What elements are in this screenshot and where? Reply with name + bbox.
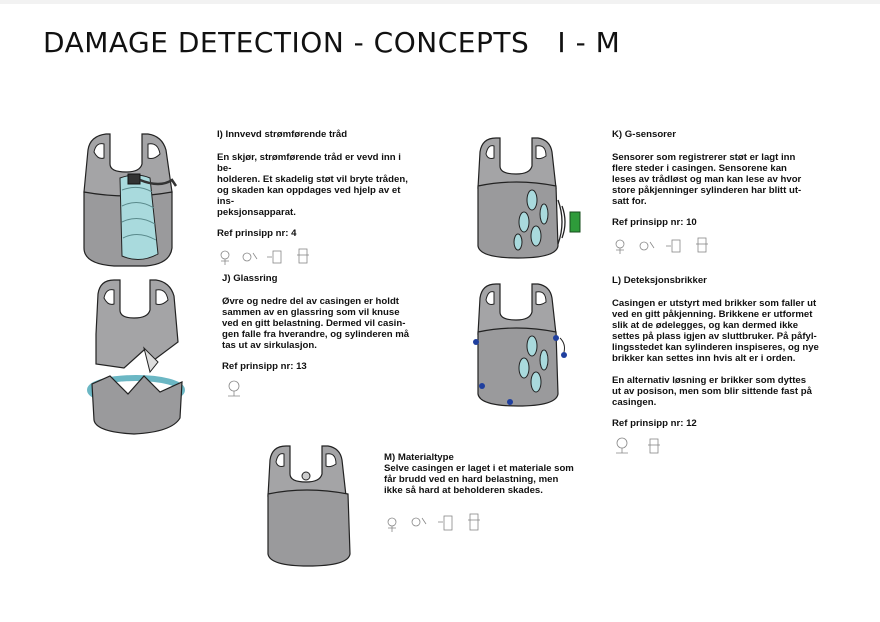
concept-heading: I) Innvevd strømførende tråd — [217, 129, 348, 140]
concept-j: J) Glassring Øvre og nedre del av casing… — [222, 273, 422, 402]
concept-heading: M) Materialtype — [384, 452, 454, 463]
reference-principle: Ref prinsipp nr: 4 — [217, 228, 297, 239]
reference-principle: Ref prinsipp nr: 10 — [612, 217, 697, 228]
principle-pictograms — [612, 435, 822, 459]
reference-principle: Ref prinsipp nr: 13 — [222, 361, 307, 372]
principle-pictogram-icon — [616, 437, 660, 454]
concept-k: K) G-sensorer Sensorer som registrerer s… — [612, 129, 812, 258]
principle-pictograms — [222, 378, 422, 402]
reference-principle: Ref prinsipp nr: 12 — [612, 418, 697, 429]
principle-pictogram-icon — [387, 513, 480, 532]
concept-heading: K) G-sensorer — [612, 129, 676, 140]
illustration-g-sensors — [477, 137, 581, 259]
concept-body: En skjør, strømførende tråd er vevd inn … — [217, 152, 408, 218]
concept-body: Øvre og nedre del av casingen er holdt s… — [222, 296, 410, 351]
concept-body: Sensorer som registrerer støt er lagt in… — [612, 152, 802, 207]
page-title: DAMAGE DETECTION - CONCEPTS I - M — [43, 26, 621, 59]
principle-pictograms — [612, 234, 812, 258]
principle-pictogram-icon — [220, 248, 309, 265]
illustration-woven-wire — [83, 133, 178, 267]
document-page — [0, 4, 880, 622]
concept-m: M) Materialtype Selve casingen er laget … — [384, 452, 584, 534]
concept-body: Selve casingen er laget i et materiale s… — [384, 463, 574, 496]
concept-heading: L) Deteksjonsbrikker — [612, 275, 707, 286]
illustration-material-type — [267, 445, 351, 567]
concept-body: Casingen er utstyrt med brikker som fall… — [612, 298, 819, 408]
concept-l: L) Deteksjonsbrikker Casingen er utstyrt… — [612, 275, 822, 459]
principle-pictograms — [217, 245, 417, 269]
concept-heading: J) Glassring — [222, 273, 278, 284]
principle-pictograms — [384, 510, 584, 534]
illustration-glass-ring — [87, 279, 185, 435]
concept-i: I) Innvevd strømførende tråd En skjør, s… — [217, 129, 417, 269]
principle-pictogram-icon — [228, 380, 240, 397]
principle-pictogram-icon — [615, 237, 708, 254]
illustration-detection-chips — [473, 283, 567, 407]
